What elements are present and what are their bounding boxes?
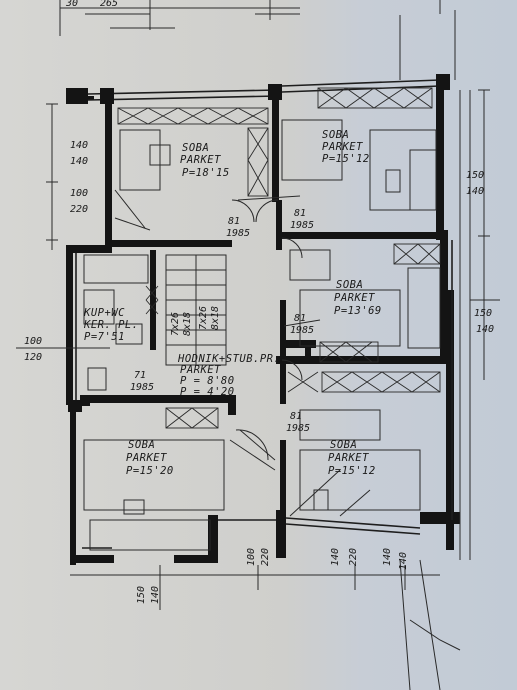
hallway-area-2: P = 4'20 (180, 386, 235, 398)
bathroom-name: KUP+WC (83, 307, 125, 319)
bottom-dim-2-top: 100 (246, 548, 257, 566)
window-hatching (117, 87, 441, 429)
hallway-floor: PARKET (180, 364, 221, 376)
room-3-area: P=13'69 (334, 305, 382, 317)
bottom-dim-3-bottom: 220 (348, 548, 359, 566)
door-dim-3-bottom: 1985 (290, 325, 314, 336)
bottom-dim-4-bottom: 140 (398, 552, 409, 570)
bathroom-area: P=7'51 (84, 331, 125, 343)
left-dim-1-top: 140 (70, 140, 88, 151)
room-4-floor: PARKET (126, 452, 167, 464)
room-1-name: SOBA (182, 142, 209, 154)
top-edge-dim-1: 30 (65, 0, 78, 9)
room-3-floor: PARKET (334, 292, 375, 304)
top-edge-dimension-lines (59, 0, 456, 80)
dimension-lines (16, 89, 500, 610)
door-dim-2-top: 81 (294, 208, 306, 219)
door-dim-4-bottom: 1985 (130, 382, 154, 393)
room-5-name: SOBA (330, 439, 357, 451)
left-dim-3-bottom: 120 (24, 352, 42, 363)
walls (66, 74, 460, 565)
stair-label-3: 7x26 (198, 306, 209, 330)
stair-label-2: 8x18 (182, 312, 193, 336)
left-dim-1-bottom: 140 (70, 156, 88, 167)
bathroom-floor: KER. PL. (83, 319, 139, 331)
stair-label-4: 8x18 (210, 306, 221, 330)
balcony-lines (399, 90, 471, 690)
room-4-name: SOBA (128, 439, 155, 451)
bottom-dim-2-bottom: 220 (260, 548, 271, 566)
bottom-dim-1-top: 150 (136, 586, 147, 604)
room-2-name: SOBA (322, 129, 349, 141)
stair-label-1: 7x26 (170, 312, 181, 336)
bottom-dim-4-top: 140 (382, 548, 393, 566)
door-dim-1-top: 81 (228, 216, 240, 227)
room-1-area: P=18'15 (182, 167, 230, 179)
room-5-floor: PARKET (328, 452, 369, 464)
room-2-floor: PARKET (322, 141, 363, 153)
door-dim-5-bottom: 1985 (286, 423, 310, 434)
left-dim-2-bottom: 220 (70, 204, 88, 215)
room-5-area: P=15'12 (328, 465, 376, 477)
right-dim-2-top: 150 (474, 308, 492, 319)
door-dim-1-bottom: 1985 (226, 228, 250, 239)
room-3-name: SOBA (336, 279, 363, 291)
door-dim-2-bottom: 1985 (290, 220, 314, 231)
top-edge-dim-2: 265 (100, 0, 118, 9)
right-dim-1-bottom: 140 (466, 186, 484, 197)
bottom-dim-3-top: 140 (330, 548, 341, 566)
left-dim-2-top: 100 (70, 188, 88, 199)
hallway-area-1: P = 8'80 (180, 375, 235, 387)
room-2-area: P=15'12 (322, 153, 370, 165)
furniture-lines (83, 119, 441, 551)
right-dim-1-top: 150 (466, 170, 484, 181)
room-4-area: P=15'20 (126, 465, 174, 477)
room-1-floor: PARKET (180, 154, 221, 166)
door-dim-5-top: 81 (290, 411, 302, 422)
left-dim-3-top: 100 (24, 336, 42, 347)
right-dim-2-bottom: 140 (476, 324, 494, 335)
door-dim-3-top: 81 (294, 313, 306, 324)
door-dim-4-top: 71 (134, 370, 146, 381)
bottom-dim-1-bottom: 140 (150, 586, 161, 604)
hallway-name: HODNIK+STUB.PR. (177, 353, 280, 365)
